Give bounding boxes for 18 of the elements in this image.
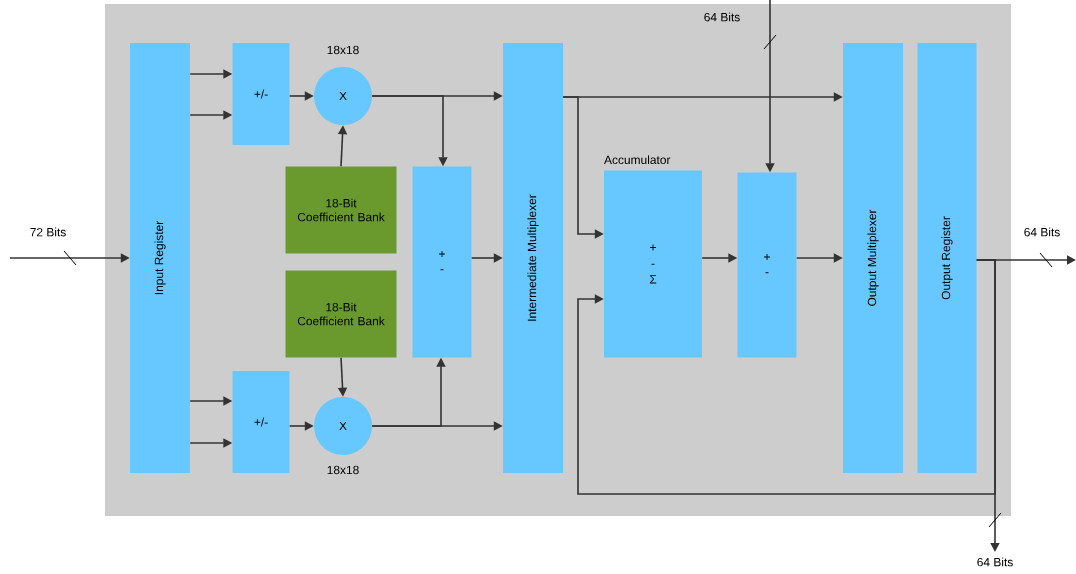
adder-box: + -	[412, 166, 472, 358]
register-bar: Output Register	[917, 43, 977, 473]
size-label: 18x18	[327, 45, 359, 55]
heading: Accumulator	[604, 155, 671, 165]
edge-label: 64 Bits	[977, 557, 1013, 567]
size-label: 18x18	[327, 465, 359, 475]
edge-label: 64 Bits	[704, 12, 740, 22]
coefficient-box: 18-Bit Coefficient Bank	[285, 166, 397, 254]
adder-box: + -	[737, 172, 797, 358]
register-bar: Input Register	[130, 43, 190, 473]
multiplexer-bar: Output Multiplexer	[843, 43, 903, 473]
edge-label: 72 Bits	[30, 227, 66, 237]
multiplexer-bar: Intermediate Multiplexer	[503, 43, 563, 473]
adder-box: +/-	[232, 371, 290, 473]
adder-box: +/-	[232, 43, 290, 145]
edge-label: 64 Bits	[1024, 227, 1060, 237]
accumulator-box: + - Σ	[604, 170, 702, 358]
coefficient-box: 18-Bit Coefficient Bank	[285, 270, 397, 358]
